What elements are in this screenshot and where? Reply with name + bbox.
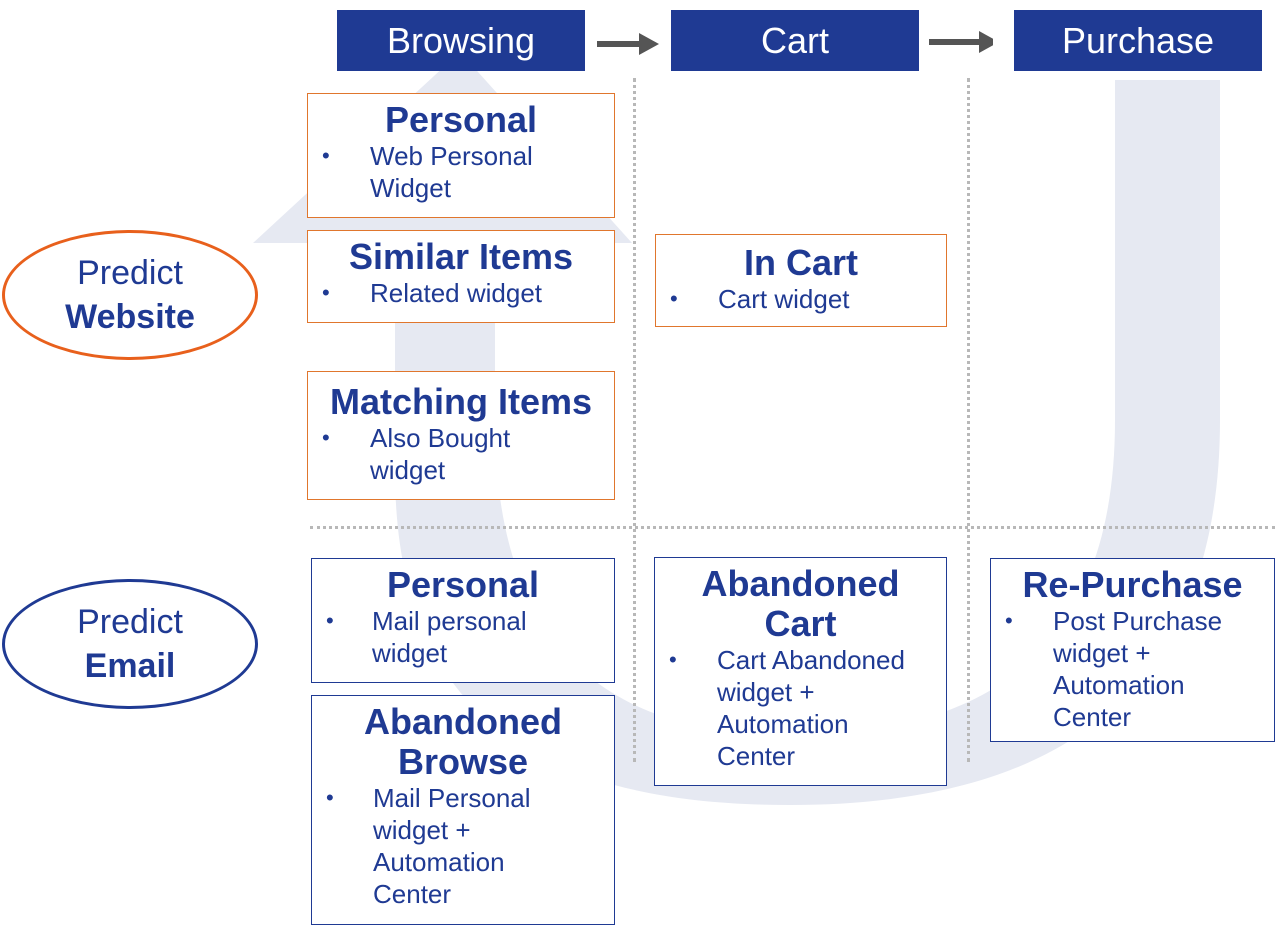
bullet-text: Web Personal Widget	[370, 141, 533, 203]
box-title: Abandoned Browse	[364, 701, 562, 782]
bullet-icon: •	[669, 647, 677, 672]
stage-cart: Cart	[671, 10, 919, 71]
bullet-icon: •	[322, 143, 330, 168]
bullet-item: • Web Personal Widget	[308, 140, 614, 204]
bullet-item: • Mail personal widget	[312, 605, 614, 669]
bullet-icon: •	[326, 785, 334, 810]
box-title: Re-Purchase	[1022, 564, 1243, 605]
bullet-item: • Post Purchase widget + Automation Cent…	[991, 605, 1274, 733]
box-email-repurchase: Re-Purchase • Post Purchase widget + Aut…	[990, 558, 1275, 742]
predict-email-line2: Email	[84, 647, 176, 685]
predict-website-line1: Predict	[77, 254, 183, 292]
box-title: Personal	[386, 564, 540, 605]
box-email-abandoned-cart: Abandoned Cart • Cart Abandoned widget +…	[654, 557, 947, 786]
box-title: In Cart	[743, 242, 858, 283]
bullet-text: Also Bought widget	[370, 423, 511, 485]
box-title: Matching Items	[329, 381, 593, 422]
bullet-item: • Cart widget	[656, 283, 946, 315]
divider-browsing-cart	[633, 78, 636, 762]
bullet-item: • Cart Abandoned widget + Automation Cen…	[655, 644, 946, 772]
predict-email-line1: Predict	[77, 603, 183, 641]
bullet-icon: •	[326, 608, 334, 633]
box-website-in-cart: In Cart • Cart widget	[655, 234, 947, 327]
bullet-icon: •	[322, 425, 330, 450]
box-website-personal: Personal • Web Personal Widget	[307, 93, 615, 218]
box-title: Personal	[384, 99, 538, 140]
bullet-text: Related widget	[370, 278, 542, 308]
box-website-matching-items: Matching Items • Also Bought widget	[307, 371, 615, 500]
stage-purchase: Purchase	[1014, 10, 1262, 71]
predict-website-line2: Website	[65, 298, 195, 336]
predict-email-oval: Predict Email	[2, 579, 258, 709]
bullet-item: • Related widget	[308, 277, 614, 309]
box-website-similar-items: Similar Items • Related widget	[307, 230, 615, 323]
divider-website-email	[310, 526, 1275, 529]
box-title: Similar Items	[348, 236, 574, 277]
bullet-icon: •	[1005, 608, 1013, 633]
bullet-item: • Also Bought widget	[308, 422, 614, 486]
stage-browsing: Browsing	[337, 10, 585, 71]
bullet-icon: •	[670, 286, 678, 311]
bullet-item: • Mail Personal widget + Automation Cent…	[312, 782, 614, 910]
bullet-icon: •	[322, 280, 330, 305]
box-email-abandoned-browse: Abandoned Browse • Mail Personal widget …	[311, 695, 615, 925]
box-email-personal: Personal • Mail personal widget	[311, 558, 615, 683]
bullet-text: Cart Abandoned widget + Automation Cente…	[717, 645, 905, 771]
arrow-right-icon	[597, 33, 659, 55]
bullet-text: Mail personal widget	[372, 606, 527, 668]
bullet-text: Post Purchase widget + Automation Center	[1053, 606, 1223, 732]
divider-cart-purchase	[967, 78, 970, 762]
predict-website-oval: Predict Website	[2, 230, 258, 360]
box-title: Abandoned Cart	[701, 563, 900, 644]
bullet-text: Mail Personal widget + Automation Center	[373, 783, 531, 909]
arrow-right-icon	[929, 31, 993, 53]
bullet-text: Cart widget	[718, 284, 850, 314]
